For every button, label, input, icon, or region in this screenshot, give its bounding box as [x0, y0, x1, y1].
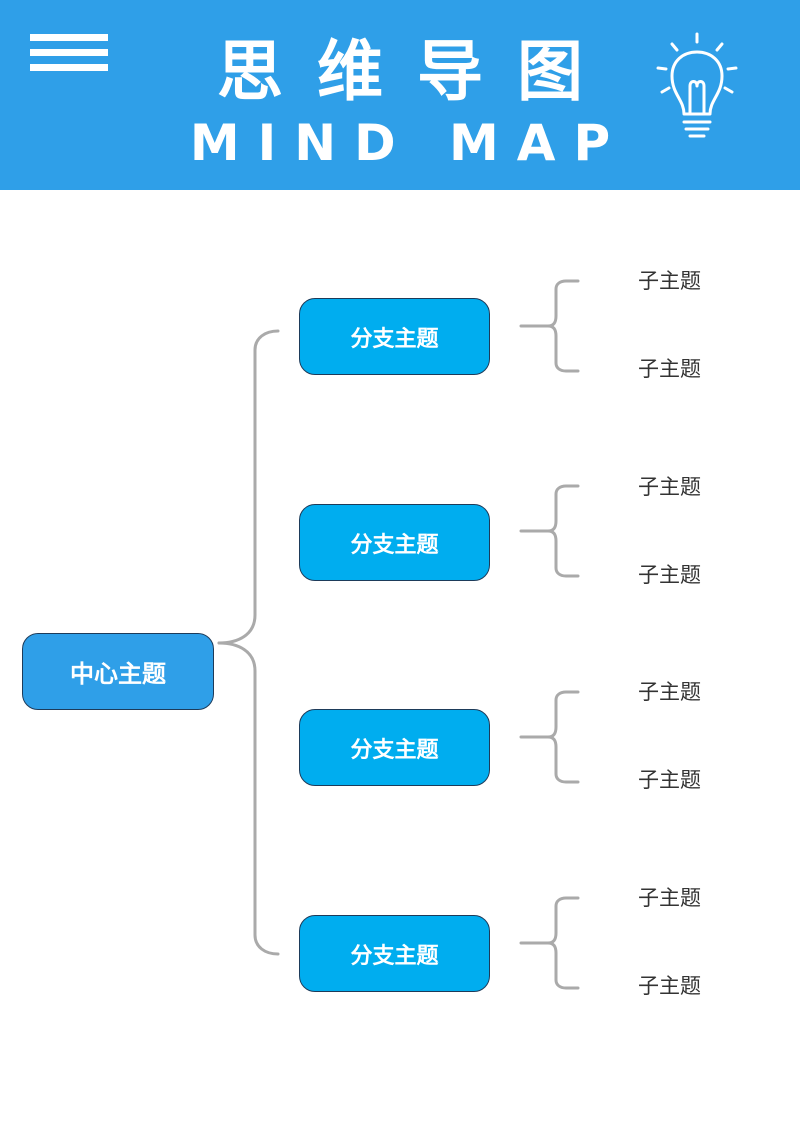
page-subtitle: MIND MAP: [189, 114, 629, 172]
branch-topic-3[interactable]: 分支主题: [299, 709, 490, 786]
page-title: 思维导图: [217, 33, 617, 110]
subtopic-2-1[interactable]: 子主题: [638, 475, 701, 499]
branch-topic-2[interactable]: 分支主题: [299, 504, 490, 581]
subtopic-2-2[interactable]: 子主题: [638, 563, 701, 587]
sub-brace-1-top: [519, 279, 580, 328]
header-banner: 思维导图 MIND MAP: [0, 0, 800, 190]
sub-brace-1-bottom: [546, 324, 580, 373]
main-brace-top: [217, 329, 280, 645]
sub-brace-2-top: [519, 484, 580, 533]
menu-icon[interactable]: [30, 34, 108, 76]
sub-brace-3-bottom: [546, 735, 580, 784]
subtopic-1-1[interactable]: 子主题: [638, 269, 701, 293]
sub-brace-4-top: [519, 896, 580, 945]
sub-brace-3-top: [519, 690, 580, 739]
center-topic[interactable]: 中心主题: [22, 633, 214, 710]
subtopic-3-2[interactable]: 子主题: [638, 768, 701, 792]
subtopic-4-2[interactable]: 子主题: [638, 974, 701, 998]
subtopic-3-1[interactable]: 子主题: [638, 680, 701, 704]
sub-brace-4-bottom: [546, 941, 580, 990]
main-brace-bottom: [217, 641, 280, 956]
branch-topic-1[interactable]: 分支主题: [299, 298, 490, 375]
subtopic-1-2[interactable]: 子主题: [638, 357, 701, 381]
branch-topic-4[interactable]: 分支主题: [299, 915, 490, 992]
sub-brace-2-bottom: [546, 529, 580, 578]
lightbulb-icon: [656, 32, 738, 138]
subtopic-4-1[interactable]: 子主题: [638, 886, 701, 910]
